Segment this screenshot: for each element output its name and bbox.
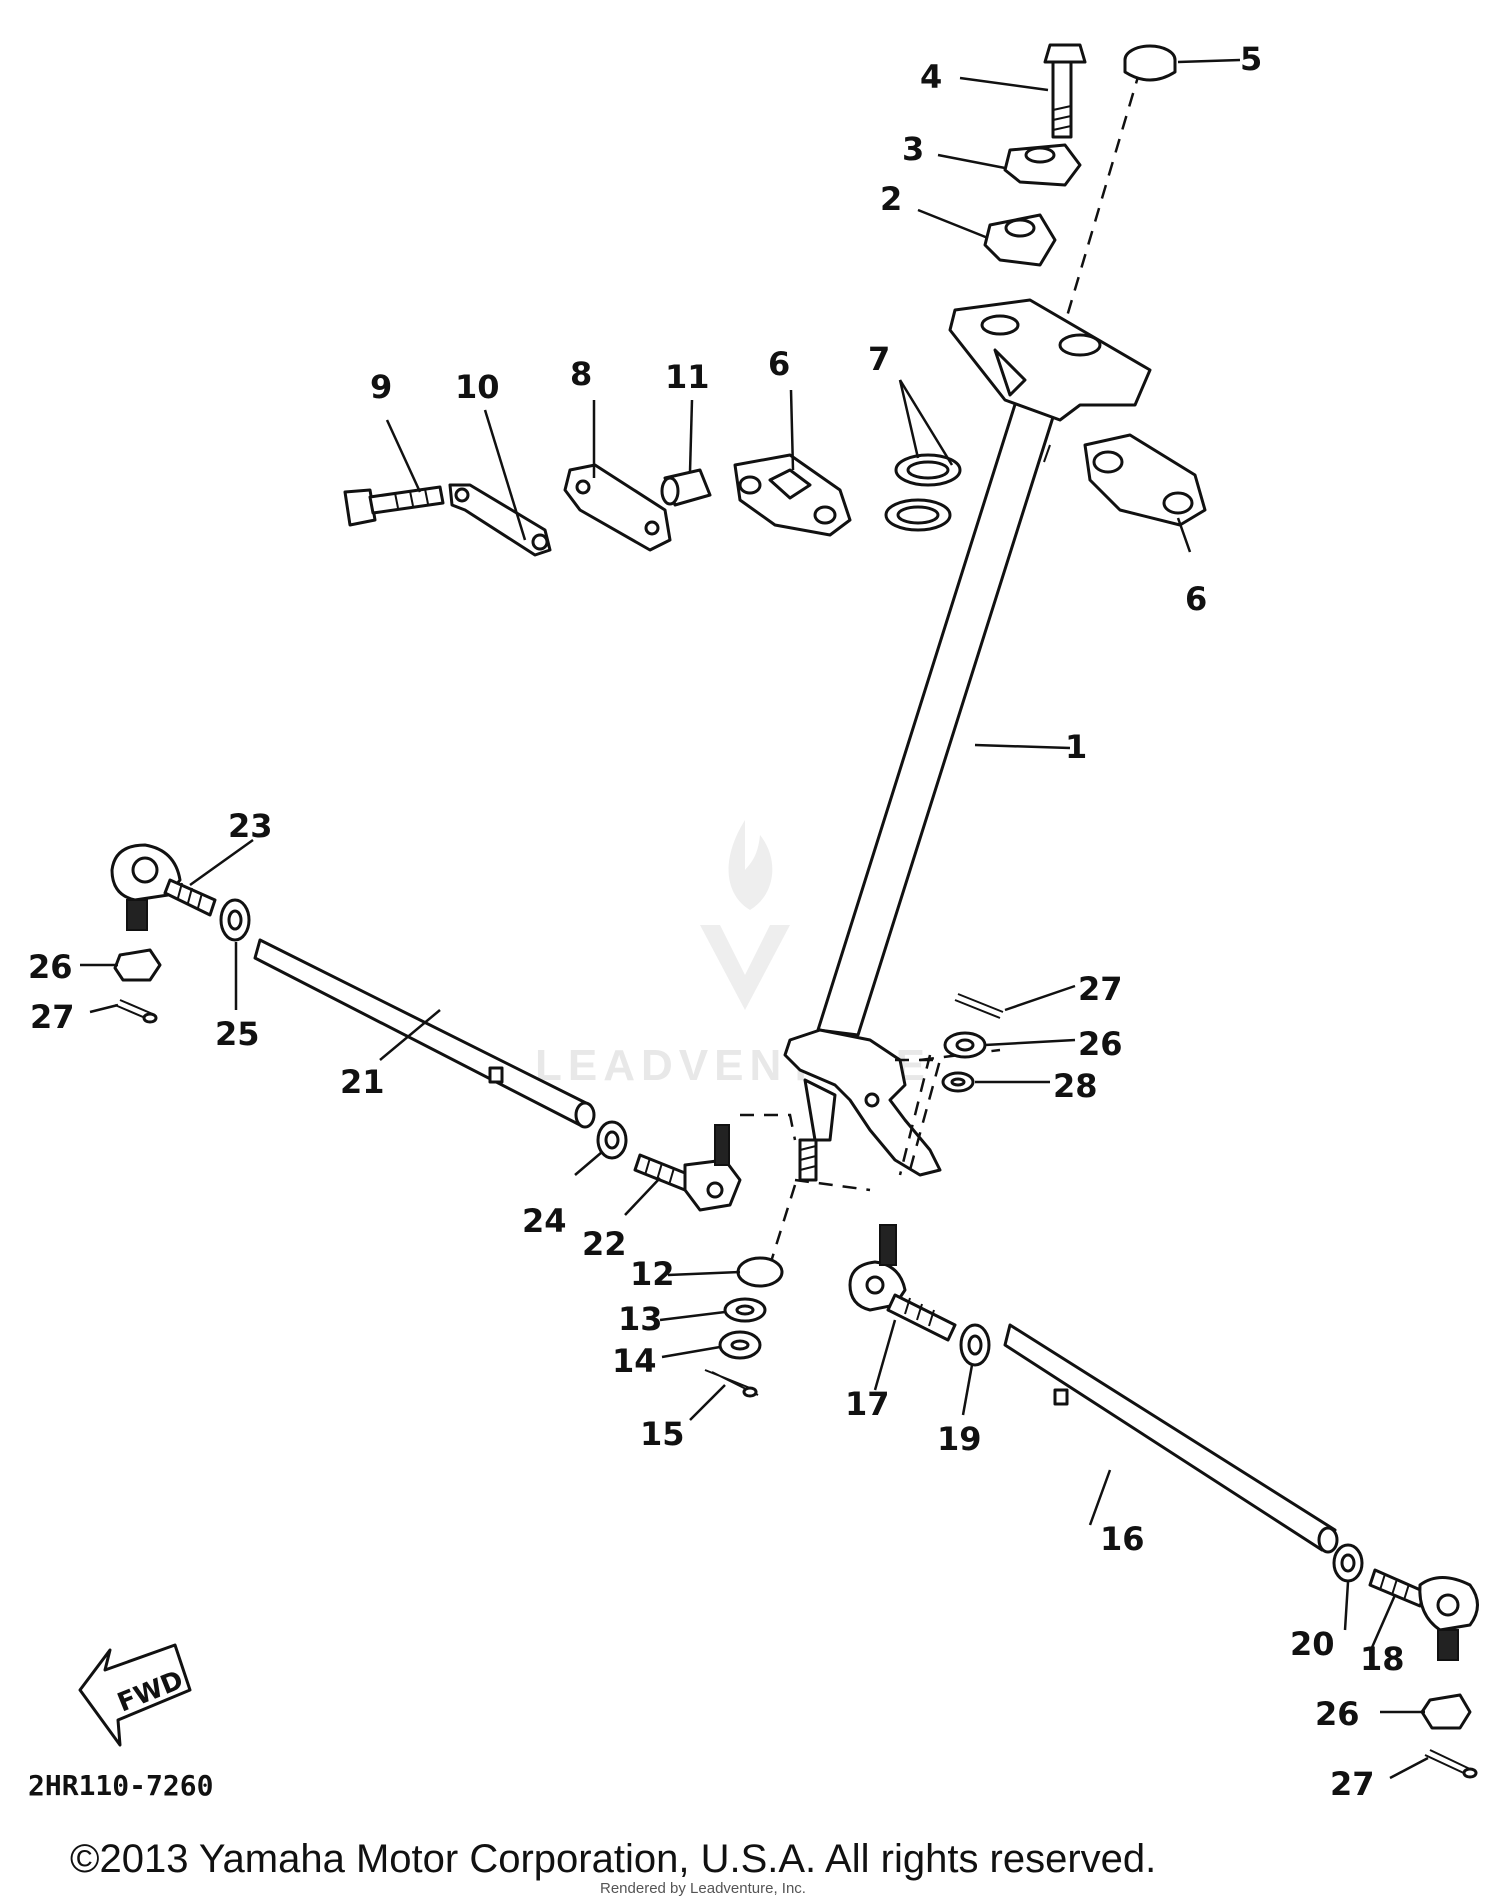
callout-27-upper: 27 [1078,970,1123,1008]
callout-14: 14 [612,1342,657,1380]
washer-13 [723,1297,767,1323]
plate-8 [563,463,672,552]
collar-11 [660,468,712,507]
callout-4: 4 [920,58,942,96]
callout-11: 11 [665,358,710,396]
holder-6-right [1083,433,1207,527]
callout-21: 21 [340,1063,385,1101]
steering-shaft [816,69,1142,1037]
callout-12: 12 [630,1255,675,1293]
washer-28 [941,1071,975,1093]
callout-26-upper: 26 [1078,1025,1123,1063]
nut-24 [596,1120,628,1160]
nut-26-left [113,948,162,982]
tie-rod-end-22 [633,1124,742,1212]
holder-3 [1003,143,1082,187]
callout-20: 20 [1290,1625,1335,1663]
callout-28: 28 [1053,1067,1098,1105]
nut-19 [959,1323,991,1367]
callout-13: 13 [618,1300,663,1338]
callout-1: 1 [1065,728,1087,766]
callout-24: 24 [522,1202,567,1240]
lower-shaft-stud [798,1138,818,1182]
diagram-code: 2HR110-7260 [28,1769,213,1802]
cotter-pin-27-upper [954,993,1004,1019]
callout-17: 17 [845,1385,890,1423]
callout-27-left: 27 [30,998,75,1036]
callout-3: 3 [902,130,924,168]
leader-lines [80,58,1429,1780]
tie-rod-end-23 [110,843,217,931]
callout-26-left: 26 [28,948,73,986]
callout-18: 18 [1360,1640,1405,1678]
callout-7: 7 [868,340,890,378]
cotter-pin-27-left [114,999,158,1024]
callout-6-top: 6 [768,345,790,383]
callout-26-right: 26 [1315,1695,1360,1733]
callout-27-right: 27 [1330,1765,1375,1803]
pitman-arm [783,1028,942,1177]
callout-5: 5 [1240,40,1262,78]
rendered-by: Rendered by Leadventure, Inc. [600,1880,806,1897]
callout-25: 25 [215,1015,260,1053]
callout-10: 10 [455,368,500,406]
nut-26-upper [943,1031,987,1059]
bolt-9 [343,485,445,527]
nut-25 [219,898,251,942]
bolt-4 [1043,43,1087,139]
callout-16: 16 [1100,1520,1145,1558]
lock-plate-10 [448,483,552,557]
copyright-notice: ©2013 Yamaha Motor Corporation, U.S.A. A… [70,1837,1156,1881]
callout-19: 19 [937,1420,982,1458]
upper-bracket [948,298,1152,422]
holder-6-left [733,453,852,537]
nut-14 [718,1330,762,1360]
cap-5 [1123,44,1177,82]
cotter-pin-27-right [1424,1749,1478,1779]
forward-arrow-icon: FWD [78,1643,192,1747]
callout-2: 2 [880,180,902,218]
callout-22: 22 [582,1225,627,1263]
callout-23: 23 [228,807,273,845]
callout-labels: 1 2 3 4 5 6 6 7 8 9 10 11 12 13 14 15 16… [28,40,1405,1803]
callout-8: 8 [570,355,592,393]
nut-26-right [1420,1693,1472,1730]
nut-20 [1332,1543,1364,1583]
tie-rod-16 [1003,1323,1339,1554]
callout-15: 15 [640,1415,685,1453]
tie-rod-21 [253,938,596,1129]
callout-6-right: 6 [1185,580,1207,618]
cotter-pin-15 [704,1369,759,1398]
tie-rod-end-17 [848,1224,957,1342]
tie-rod-end-18 [1368,1568,1479,1661]
callout-9: 9 [370,368,392,406]
nut-12 [736,1256,784,1288]
bushing-7 [884,453,962,532]
holder-2 [983,213,1057,267]
